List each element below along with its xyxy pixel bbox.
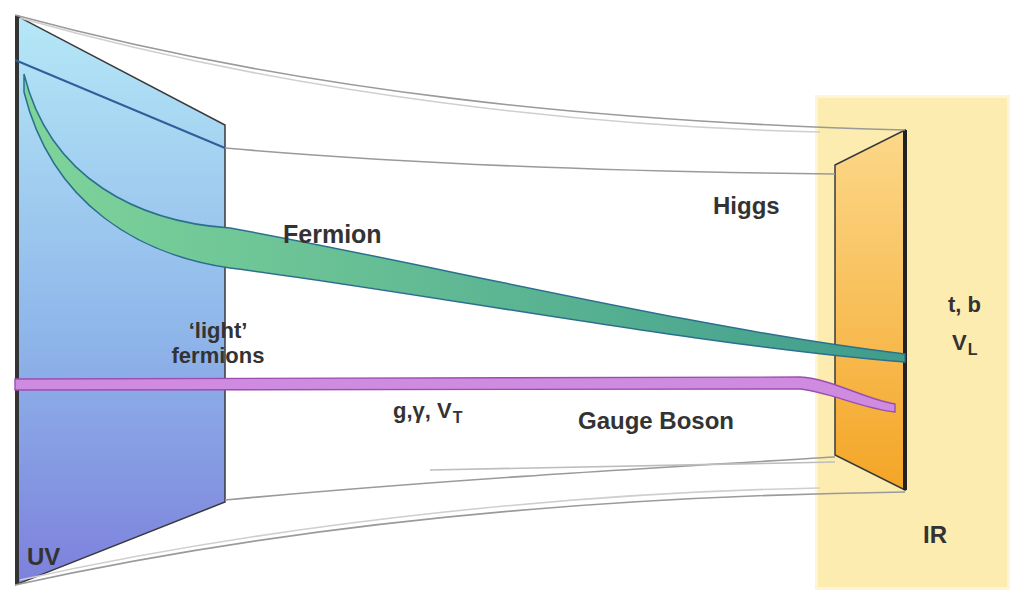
subscript-label: L bbox=[968, 341, 978, 359]
bulk-curve bbox=[225, 148, 835, 174]
field-label: ‘light’ fermions bbox=[159, 318, 277, 369]
uv-brane bbox=[15, 15, 225, 585]
brane-label: IR bbox=[923, 521, 947, 549]
brane-label: UV bbox=[27, 543, 60, 571]
field-label: t, b bbox=[948, 292, 981, 317]
brane-outline bbox=[815, 95, 1010, 590]
field-label: Gauge Boson bbox=[578, 407, 734, 435]
bulk-curve bbox=[225, 457, 835, 500]
uv-brane-node: UV bbox=[15, 15, 227, 587]
field-label: Higgs bbox=[713, 192, 780, 220]
ir-brane-node: IR bbox=[815, 95, 1010, 590]
bulk-curves bbox=[15, 15, 905, 585]
ir-brane bbox=[835, 130, 905, 490]
brane-outline bbox=[15, 15, 227, 587]
subscript-label: T bbox=[453, 409, 463, 427]
field-label: g,γ, V bbox=[393, 398, 452, 423]
bulk-curve bbox=[430, 462, 835, 470]
ir-glow-panel bbox=[815, 95, 1010, 590]
brane-edge bbox=[903, 130, 907, 490]
brane-edge bbox=[15, 15, 19, 585]
field-label: Fermion bbox=[283, 220, 382, 249]
field-label: V bbox=[952, 330, 967, 355]
